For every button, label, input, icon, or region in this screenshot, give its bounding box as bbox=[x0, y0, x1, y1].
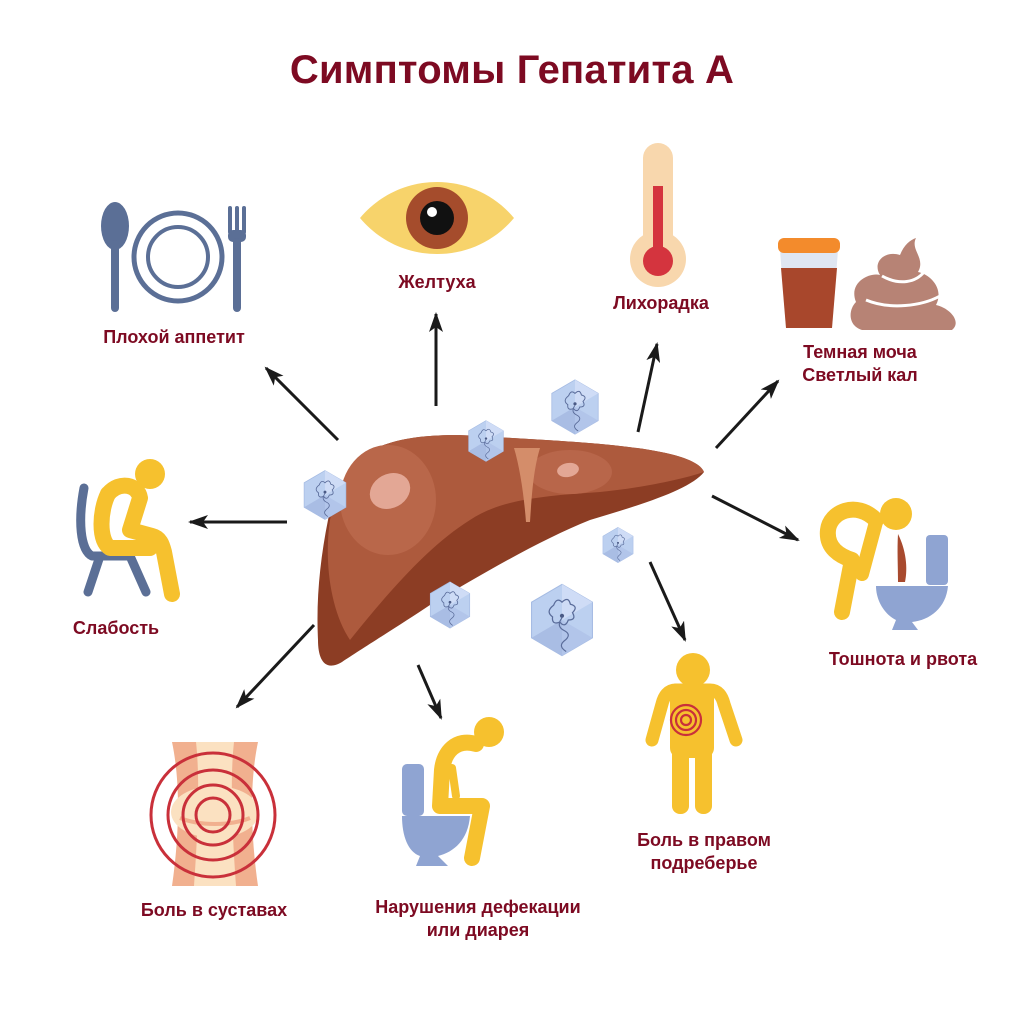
label-jaundice: Желтуха bbox=[398, 272, 476, 292]
arrow-to-joints bbox=[235, 623, 316, 709]
label-light-stool: Светлый кал bbox=[802, 365, 918, 385]
label-joints: Боль в суставах bbox=[140, 900, 288, 920]
label-appetite: Плохой аппетит bbox=[103, 327, 245, 347]
label-defecation-line2: или диарея bbox=[426, 920, 530, 940]
label-dark-urine: Темная моча bbox=[803, 342, 917, 362]
label-rib-pain-line1: Боль в правом bbox=[637, 830, 771, 850]
person-on-toilet-icon bbox=[402, 717, 504, 866]
liver-icon bbox=[317, 435, 704, 666]
slumped-person-chair-icon bbox=[76, 459, 180, 602]
urine-glass-stool-icon bbox=[778, 238, 956, 330]
yellow-eye-icon bbox=[360, 182, 514, 254]
arrow-to-appetite bbox=[264, 366, 340, 442]
label-fever: Лихорадка bbox=[613, 293, 709, 313]
arrows bbox=[188, 312, 800, 720]
arrow-to-urine-stool bbox=[714, 379, 780, 450]
arrow-to-fever bbox=[636, 342, 661, 433]
arrow-to-nausea bbox=[711, 494, 800, 542]
plate-utensils-icon bbox=[101, 202, 246, 312]
joint-pain-icon bbox=[149, 742, 277, 886]
label-rib-pain: Боль в правом подреберье bbox=[614, 829, 794, 875]
page-title: Симптомы Гепатита А bbox=[289, 48, 735, 92]
label-defecation: Нарушения дефекации или диарея bbox=[350, 896, 606, 942]
label-nausea: Тошнота и рвота bbox=[828, 649, 978, 669]
virus-icon bbox=[530, 583, 594, 657]
label-rib-pain-line2: подреберье bbox=[650, 853, 758, 873]
label-defecation-line1: Нарушения дефекации bbox=[375, 897, 581, 917]
vomiting-person-toilet-icon bbox=[819, 498, 948, 630]
arrow-to-defecation bbox=[416, 664, 443, 720]
abdominal-pain-person-icon bbox=[645, 653, 743, 814]
label-weakness: Слабость bbox=[72, 618, 160, 638]
virus-icon bbox=[602, 527, 634, 563]
thermometer-icon bbox=[630, 143, 686, 287]
arrow-to-rib-pain bbox=[648, 561, 687, 642]
label-urine-stool: Темная моча Светлый кал bbox=[780, 341, 940, 387]
virus-icon bbox=[551, 379, 599, 435]
